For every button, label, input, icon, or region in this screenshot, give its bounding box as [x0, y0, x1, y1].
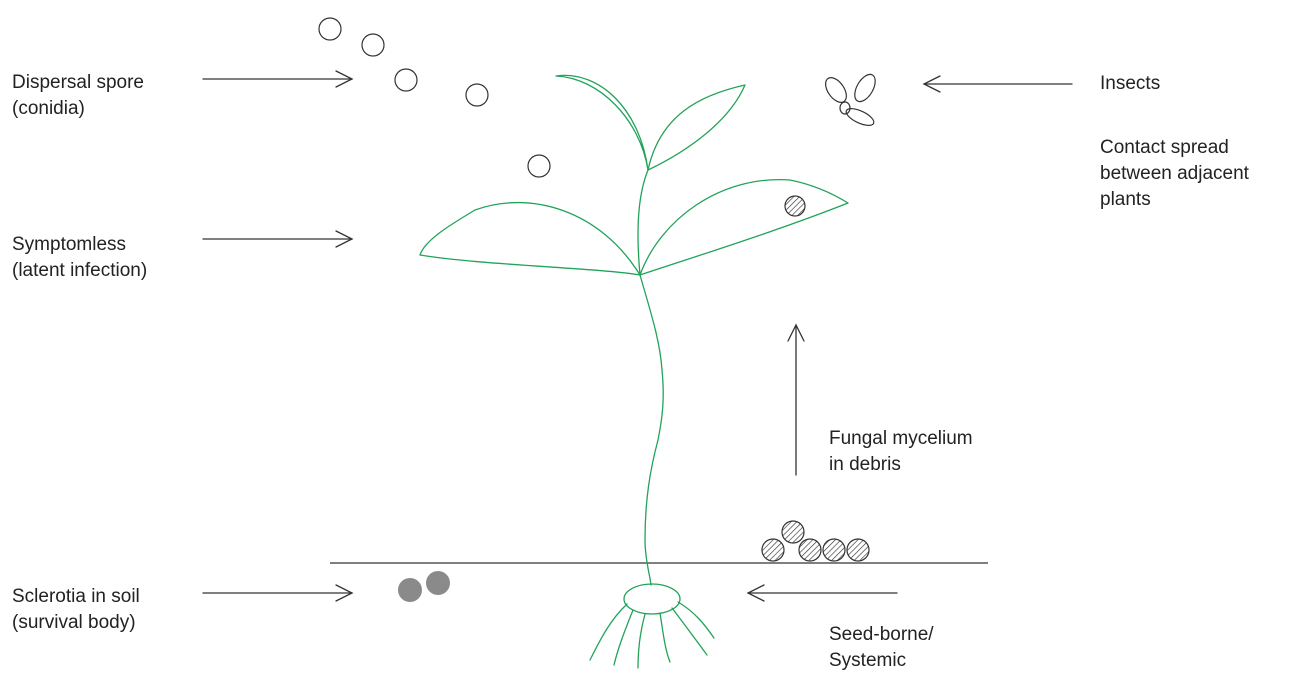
- label-symptomless: Symptomless (latent infection): [12, 232, 147, 284]
- arrow-symptomless: [203, 231, 352, 247]
- spore: [466, 84, 488, 106]
- label-seed-borne: Seed-borne/ Systemic: [829, 622, 934, 674]
- debris-particle: [847, 539, 869, 561]
- label-contact-spread: Contact spread between adjacent plants: [1100, 135, 1249, 213]
- seed-root-crown: [624, 584, 680, 614]
- debris-mycelium: [762, 521, 869, 561]
- conidia-spores: [319, 18, 550, 177]
- arrow-sclerotia: [203, 585, 352, 601]
- spore: [319, 18, 341, 40]
- label-fungal-mycelium: Fungal mycelium in debris: [829, 426, 973, 478]
- debris-particle: [799, 539, 821, 561]
- arrow-insects: [924, 76, 1072, 92]
- leaf-top-left: [556, 75, 648, 170]
- debris-particle: [782, 521, 804, 543]
- arrows: [203, 71, 1072, 601]
- debris-particle: [762, 539, 784, 561]
- debris-particle: [823, 539, 845, 561]
- plant: [420, 75, 848, 668]
- arrow-seedborne: [748, 585, 897, 601]
- plant-stem: [638, 170, 663, 585]
- insect-icon: [821, 71, 879, 129]
- leaf-top-right: [648, 85, 745, 170]
- spore: [528, 155, 550, 177]
- label-dispersal-spore: Dispersal spore (conidia): [12, 70, 144, 122]
- arrow-dispersal: [203, 71, 352, 87]
- leaf-right: [640, 180, 848, 275]
- label-sclerotia: Sclerotia in soil (survival body): [12, 584, 140, 636]
- sclerotium: [398, 578, 422, 602]
- spore: [362, 34, 384, 56]
- label-insects: Insects: [1100, 71, 1160, 97]
- latent-infection-spot: [785, 196, 805, 216]
- spore: [395, 69, 417, 91]
- roots: [590, 602, 714, 668]
- leaf-left: [420, 203, 640, 275]
- sclerotia: [398, 571, 450, 602]
- sclerotium: [426, 571, 450, 595]
- arrow-mycelium: [788, 325, 804, 475]
